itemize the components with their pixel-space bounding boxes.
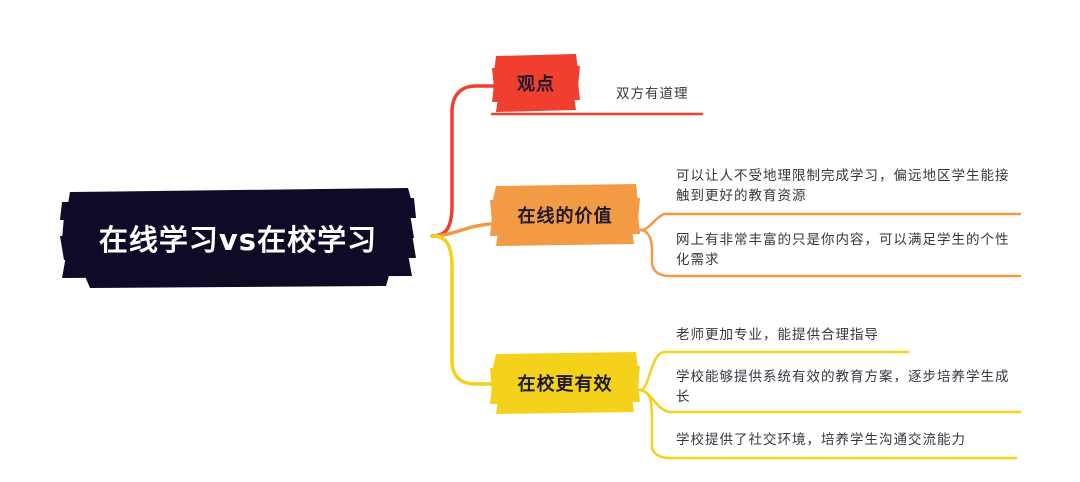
branch-zaixian-brush [490,184,640,246]
connector-root-to-guandian [430,84,496,238]
connector-zaixiao-to-leaf-1 [638,350,910,392]
root-topic[interactable]: 在线学习vs在校学习 [60,188,416,288]
branch-zaixiao[interactable]: 在校更有效 [490,352,640,414]
leaf-guandian-1: 双方有道理 [616,86,689,102]
branch-zaixian-label: 在线的价值 [517,206,613,227]
connector-root-to-zaixian [430,222,492,238]
leaf-zaixiao-1: 老师更加专业，能提供合理指导 [676,327,879,343]
leaf-zaixiao-3: 学校提供了社交环境，培养学生沟通交流能力 [676,432,966,448]
connector-zaixian-to-leaf-2 [638,228,1022,278]
branch-guandian-label: 观点 [517,74,555,95]
root-topic-title: 在线学习vs在校学习 [98,223,378,257]
leaf-zaixiao-2: 学校能够提供系统有效的教育方案，逐步培养学生成长 [676,369,1010,405]
leaf-zaixian-2: 网上有非常丰富的只是你内容，可以满足学生的个性化需求 [676,232,1010,268]
leaf-zaixian-1: 可以让人不受地理限制完成学习，偏远地区学生能接触到更好的教育资源 [676,168,1010,204]
branch-zaixian[interactable]: 在线的价值 [490,184,640,246]
connector-root-to-zaixiao [430,234,496,386]
branch-guandian[interactable]: 观点 [492,54,580,112]
branch-guandian-brush [492,54,580,112]
root-brush-background [60,188,416,288]
connector-zaixian-to-leaf-1 [638,212,1022,232]
connector-zaixiao-to-leaf-3 [638,388,1018,460]
branch-zaixiao-brush [490,352,640,414]
branch-zaixiao-label: 在校更有效 [517,374,613,395]
